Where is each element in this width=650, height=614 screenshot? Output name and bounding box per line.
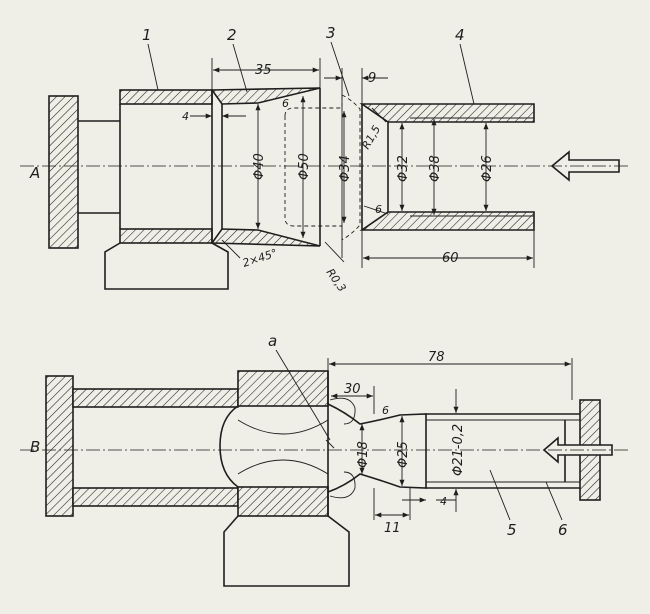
dim-60: 60 xyxy=(442,251,459,266)
dim-d40: Φ40 xyxy=(252,153,267,180)
dim-35: 35 xyxy=(255,63,272,78)
dim-d38: Φ38 xyxy=(428,155,443,182)
dim-9: 9 xyxy=(368,71,376,86)
dim-r15: R1,5 xyxy=(359,123,383,151)
dim-6-low: 6 xyxy=(375,203,382,216)
dim-d25: Φ25 xyxy=(396,441,411,468)
dim-r03: R0,3 xyxy=(324,266,349,294)
part-label-6: 6 xyxy=(558,521,568,539)
dim-4-b: 4 xyxy=(440,495,447,508)
part-label-1: 1 xyxy=(142,26,152,44)
part-label-2: 2 xyxy=(227,26,237,44)
sleeve-b xyxy=(72,388,239,507)
punch-stem-a xyxy=(78,120,120,214)
view-label-b: В xyxy=(30,438,40,456)
dim-6-b: 6 xyxy=(382,404,389,417)
dim-6-top: 6 xyxy=(282,97,289,110)
die-body-b xyxy=(219,370,350,587)
wall-a xyxy=(48,95,79,249)
part-label-4: 4 xyxy=(455,26,465,44)
dim-78: 78 xyxy=(428,350,445,365)
dim-4-a: 4 xyxy=(182,110,189,123)
dim-chamfer: 2×45° xyxy=(241,246,279,269)
view-a: A 1 2 3 4 35 9 4 6 6 R1,5 Φ40 Φ50 Φ34 Φ3… xyxy=(20,24,630,294)
label-a: a xyxy=(268,332,277,350)
view-b: В a 78 30 6 Φ18 Φ25 Φ21-0,2 4 11 5 6 xyxy=(20,332,630,587)
part-label-5: 5 xyxy=(507,521,517,539)
dim-d26: Φ26 xyxy=(480,155,495,182)
dim-d50: Φ50 xyxy=(297,153,312,180)
dim-d32: Φ32 xyxy=(396,155,411,182)
part-label-3: 3 xyxy=(326,24,336,42)
workpiece-b xyxy=(325,397,427,499)
dim-d34: Φ34 xyxy=(338,155,353,182)
wall-b xyxy=(45,375,74,517)
dim-11: 11 xyxy=(384,521,401,536)
dim-d21: Φ21-0,2 xyxy=(451,424,466,476)
part-1-body xyxy=(104,89,229,290)
dim-d18: Φ18 xyxy=(356,441,371,468)
push-arrow-a xyxy=(550,150,620,182)
part-2-cone xyxy=(210,87,321,247)
part-4-tube xyxy=(359,103,535,231)
dim-30: 30 xyxy=(344,382,361,397)
view-label-a: A xyxy=(29,164,40,182)
